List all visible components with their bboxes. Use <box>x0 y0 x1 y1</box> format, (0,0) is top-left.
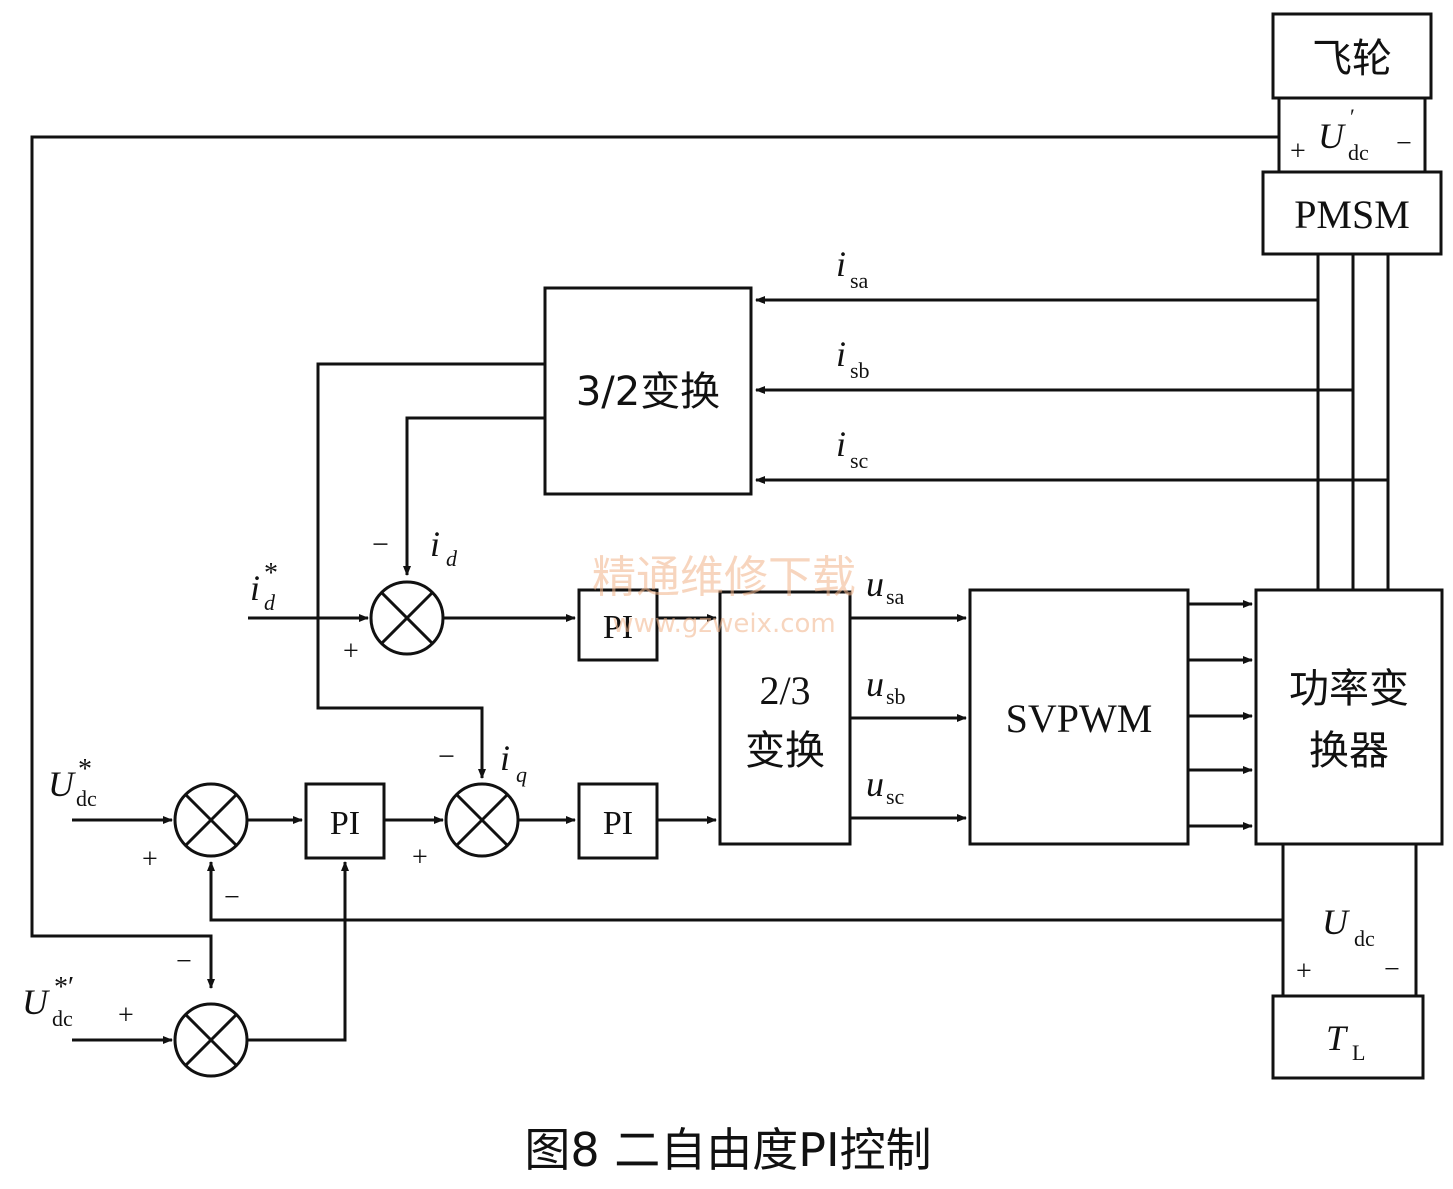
usc-label-main: u <box>866 764 884 804</box>
udc-ref-label-sub: dc <box>76 786 97 811</box>
sum3-plus: + <box>118 1000 134 1031</box>
flywheel-label: 飞轮 <box>1312 36 1392 82</box>
dc-prime-plus: + <box>1290 136 1306 167</box>
converter-label-2: 换器 <box>1309 728 1389 774</box>
id-feedback-line <box>403 416 545 576</box>
sum1-plus: + <box>142 844 158 875</box>
iq-label-sub: q <box>516 762 527 787</box>
usa-label-main: u <box>866 564 884 604</box>
id-ref-label-sup: * <box>264 558 278 589</box>
pi-d-block <box>577 588 659 662</box>
isc-label-main: i <box>836 424 846 464</box>
udc-ref-label-main: U <box>48 764 76 804</box>
id-ref-label-main: i <box>250 568 260 608</box>
figure-caption: 图8 二自由度PI控制 <box>524 1123 931 1177</box>
converter-block <box>1254 588 1444 846</box>
udc-ref2-label-main: U <box>22 982 50 1022</box>
iq-label-main: i <box>500 738 510 778</box>
usb-label-main: u <box>866 664 884 704</box>
load-torque-block <box>1271 994 1425 1080</box>
pi-q-block <box>577 782 659 860</box>
isb-label-sub: sb <box>850 358 870 383</box>
transform-32-block <box>543 286 753 496</box>
id-label-main: i <box>430 524 440 564</box>
isa-label-main: i <box>836 244 846 284</box>
transform-23-label-1: 2/3 <box>759 668 810 713</box>
sum3-to-pi-arrow <box>247 861 349 1042</box>
transform-23-block <box>718 590 852 846</box>
usb-label-sub: sb <box>886 684 906 709</box>
id-label-sub: d <box>446 546 458 571</box>
watermark-title: 精通维修下载 <box>592 552 856 603</box>
iq-minus: − <box>438 740 455 773</box>
udc-ref2-label-sub: dc <box>52 1006 73 1031</box>
dc-prime-label-main: U <box>1318 116 1346 156</box>
pi-q-label: PI <box>603 805 633 842</box>
dc-prime-label-sub: dc <box>1348 140 1369 165</box>
usc-label-sub: sc <box>886 784 905 809</box>
transform-32-label: 3/2变换 <box>576 369 720 415</box>
transform-23-label-2: 变换 <box>745 728 825 774</box>
dc-prime-label-sup: ′ <box>1350 104 1355 129</box>
isc-label-sub: sc <box>850 448 869 473</box>
udc-feedback-line <box>207 861 1283 922</box>
udc-label-sub: dc <box>1354 926 1375 951</box>
pi-voltage-label: PI <box>330 805 360 842</box>
id-minus: − <box>372 528 389 561</box>
id-ref-label-sub: d <box>264 590 276 615</box>
svpwm-label: SVPWM <box>1006 696 1153 741</box>
flywheel-block <box>1271 12 1433 100</box>
udc-prime-feedback-line <box>30 135 1279 989</box>
dc-prime-block <box>1277 96 1427 174</box>
udc-ref2-label-sup: *′ <box>54 972 74 1003</box>
sum3-minus: − <box>176 946 192 977</box>
iq-plus: + <box>412 842 428 873</box>
sum1-minus: − <box>224 882 240 913</box>
pi-d-label: PI <box>603 609 633 646</box>
isb-label-main: i <box>836 334 846 374</box>
tl-label-sub: L <box>1352 1040 1365 1065</box>
udc-ref-label-sup: * <box>78 754 92 785</box>
udc-plus: + <box>1296 956 1312 987</box>
udc-minus: − <box>1384 954 1400 985</box>
id-plus: + <box>343 636 359 667</box>
isa-label-sub: sa <box>850 268 869 293</box>
converter-label-1: 功率变 <box>1289 666 1409 712</box>
usa-label-sub: sa <box>886 584 905 609</box>
iq-feedback-line <box>316 362 545 779</box>
udc-label-main: U <box>1322 902 1350 942</box>
tl-label-main: T <box>1326 1018 1349 1058</box>
dc-prime-minus: − <box>1396 128 1412 159</box>
pmsm-label: PMSM <box>1294 192 1410 237</box>
watermark-url: www.gzweix.com <box>612 609 836 639</box>
